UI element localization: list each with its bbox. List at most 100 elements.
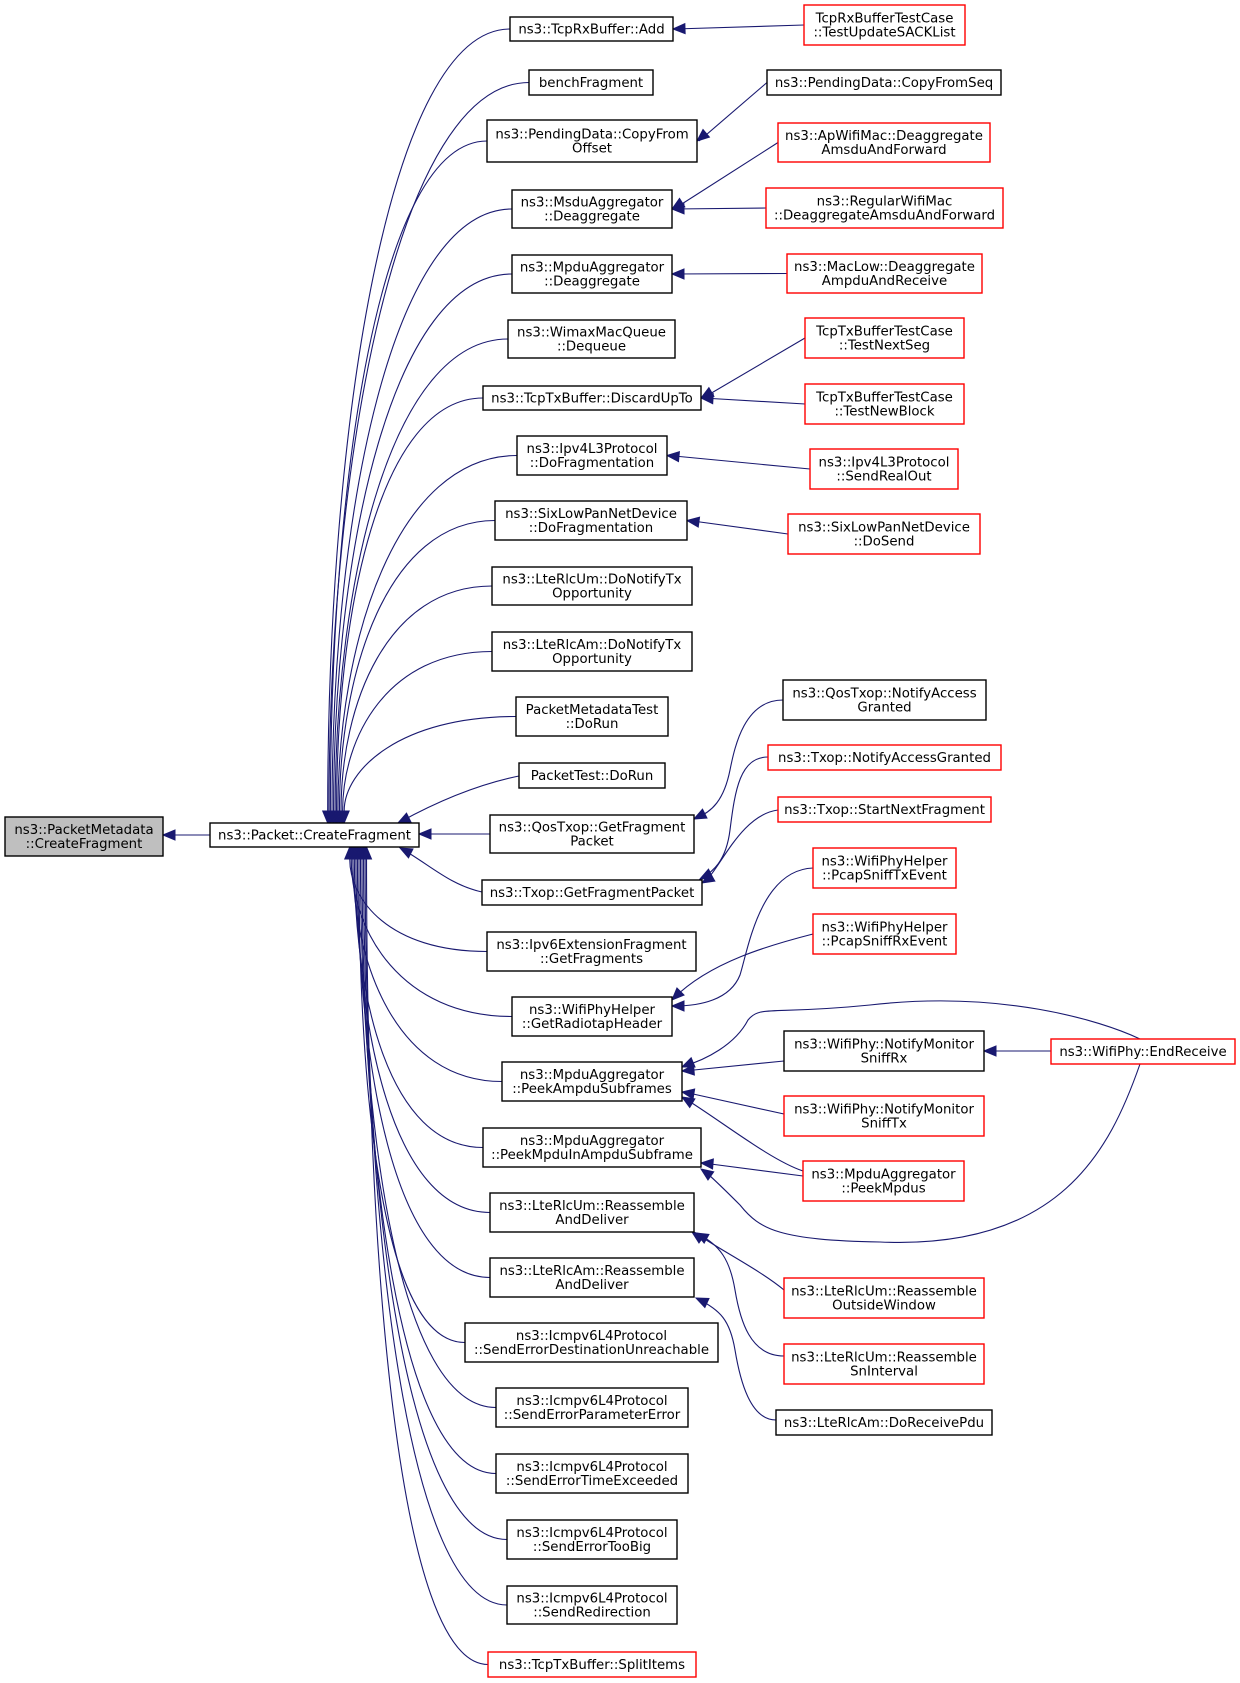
graph-node-tcpSplit[interactable]: ns3::TcpTxBuffer::SplitItems <box>487 1651 697 1678</box>
graph-node-pktMetaTest[interactable]: PacketMetadataTest::DoRun <box>515 696 669 737</box>
node-label: ::PcapSniffTxEvent <box>822 869 947 884</box>
graph-node-lteAmReceive[interactable]: ns3::LteRlcAm::DoReceivePdu <box>775 1409 993 1436</box>
graph-node-qosNotifyAccess[interactable]: ns3::QosTxop::NotifyAccessGranted <box>782 679 987 721</box>
graph-node-wimaxDequeue[interactable]: ns3::WimaxMacQueue::Dequeue <box>507 319 676 359</box>
graph-node-icmpTime[interactable]: ns3::Icmpv6L4Protocol::SendErrorTimeExce… <box>495 1453 689 1494</box>
edge-line <box>695 699 784 819</box>
node-label: ns3::RegularWifiMac <box>817 195 953 210</box>
call-edge <box>670 203 767 215</box>
graph-node-txopGetFrag[interactable]: ns3::Txop::GetFragmentPacket <box>481 879 703 906</box>
call-edge <box>335 585 493 825</box>
node-box <box>812 847 957 889</box>
edge-arrowhead <box>692 808 708 820</box>
node-box <box>515 696 669 737</box>
graph-node-icmpDestUnr[interactable]: ns3::Icmpv6L4Protocol::SendErrorDestinat… <box>464 1322 719 1363</box>
node-box <box>495 1453 689 1494</box>
graph-node-ipv4DoFrag[interactable]: ns3::Ipv4L3Protocol::DoFragmentation <box>516 435 668 476</box>
graph-node-txopStartNext[interactable]: ns3::Txop::StartNextFragment <box>777 796 992 823</box>
call-edge <box>692 699 784 820</box>
node-label: ::TestNextSeg <box>839 339 930 354</box>
graph-node-tcpTxNextSeg[interactable]: TcpTxBufferTestCase::TestNextSeg <box>804 317 965 359</box>
edge-arrowhead <box>671 987 685 1001</box>
graph-node-apDeagg[interactable]: ns3::ApWifiMac::DeaggregateAmsduAndForwa… <box>777 122 991 163</box>
graph-node-sixLowDoSend[interactable]: ns3::SixLowPanNetDevice::DoSend <box>787 513 981 555</box>
edge-line <box>349 858 488 953</box>
graph-node-peekAmpdu[interactable]: ns3::MpduAggregator::PeekAmpduSubframes <box>501 1061 683 1102</box>
call-edge <box>699 1158 804 1177</box>
edge-line <box>702 337 806 399</box>
node-label: TcpTxBufferTestCase <box>815 391 953 406</box>
node-label: ns3::WifiPhyHelper <box>822 855 949 870</box>
edge-arrowhead <box>680 1096 696 1109</box>
node-box <box>209 822 420 848</box>
node-box <box>775 1409 993 1436</box>
graph-node-pktTest[interactable]: PacketTest::DoRun <box>518 762 666 789</box>
node-box <box>511 996 673 1037</box>
graph-node-txopNotifyAccess[interactable]: ns3::Txop::NotifyAccessGranted <box>767 744 1002 771</box>
graph-node-icmpBig[interactable]: ns3::Icmpv6L4Protocol::SendErrorTooBig <box>506 1519 678 1560</box>
node-label: Packet <box>570 835 614 850</box>
node-box <box>782 679 987 721</box>
graph-node-pcapRx[interactable]: ns3::WifiPhyHelper::PcapSniffRxEvent <box>812 913 957 955</box>
node-label: Opportunity <box>552 587 632 602</box>
graph-node-icmpRedir[interactable]: ns3::Icmpv6L4Protocol::SendRedirection <box>506 1585 678 1625</box>
node-label: ::SendErrorDestinationUnreachable <box>474 1343 709 1358</box>
node-box <box>767 744 1002 771</box>
graph-node-createFragment[interactable]: ns3::Packet::CreateFragment <box>209 822 420 848</box>
graph-node-mpduDeagg[interactable]: ns3::MpduAggregator::Deaggregate <box>511 254 673 294</box>
graph-node-tcpTxDiscard[interactable]: ns3::TcpTxBuffer::DiscardUpTo <box>482 385 702 411</box>
graph-node-pcapTx[interactable]: ns3::WifiPhyHelper::PcapSniffTxEvent <box>812 847 957 889</box>
node-box <box>783 1277 985 1319</box>
call-edge <box>699 392 806 405</box>
graph-node-endReceive[interactable]: ns3::WifiPhy::EndReceive <box>1050 1038 1236 1065</box>
call-edge <box>326 208 513 825</box>
node-label: PacketMetadataTest <box>526 703 659 718</box>
graph-node-qosGetFrag[interactable]: ns3::QosTxop::GetFragmentPacket <box>489 814 695 854</box>
node-label: ns3::Icmpv6L4Protocol <box>516 1592 667 1607</box>
call-edge <box>356 845 497 1475</box>
edge-arrowhead <box>396 812 412 824</box>
graph-node-peekMpdus[interactable]: ns3::MpduAggregator::PeekMpdus <box>802 1160 965 1202</box>
node-box <box>506 1585 678 1625</box>
graph-node-pendingCopyFromSeq[interactable]: ns3::PendingData::CopyFromSeq <box>766 69 1002 96</box>
graph-node-icmpParam[interactable]: ns3::Icmpv6L4Protocol::SendErrorParamete… <box>495 1387 689 1428</box>
graph-node-tcpRxTest[interactable]: TcpRxBufferTestCase::TestUpdateSACKList <box>803 4 966 46</box>
edge-arrowhead <box>982 1045 997 1057</box>
graph-node-tcpRxAdd[interactable]: ns3::TcpRxBuffer::Add <box>509 16 674 42</box>
edge-arrowhead <box>680 1056 696 1068</box>
graph-node-ipv6ExtFrag[interactable]: ns3::Ipv6ExtensionFragment::GetFragments <box>486 931 697 972</box>
graph-node-wifiRadiotap[interactable]: ns3::WifiPhyHelper::GetRadiotapHeader <box>511 996 673 1037</box>
edge-arrowhead <box>680 1064 695 1076</box>
edge-line <box>328 81 530 812</box>
graph-node-sixLowDoFrag[interactable]: ns3::SixLowPanNetDevice::DoFragmentation <box>494 500 688 541</box>
node-label: ns3::Packet::CreateFragment <box>218 829 411 844</box>
call-edge <box>330 397 484 825</box>
node-label: ns3::WifiPhy::NotifyMonitor <box>794 1038 974 1053</box>
graph-node-msduDeagg[interactable]: ns3::MsduAggregator::Deaggregate <box>511 189 673 229</box>
node-label: ns3::WifiPhy::NotifyMonitor <box>794 1103 974 1118</box>
node-box <box>491 631 693 672</box>
node-box <box>809 448 959 490</box>
node-label: ns3::Txop::StartNextFragment <box>784 803 985 818</box>
graph-node-ipv4SendReal[interactable]: ns3::Ipv4L3Protocol::SendRealOut <box>809 448 959 490</box>
graph-node-tcpTxNewBlock[interactable]: TcpTxBufferTestCase::TestNewBlock <box>804 383 965 425</box>
call-edge <box>696 82 768 142</box>
graph-node-benchFragment[interactable]: benchFragment <box>528 69 654 96</box>
node-label: ns3::LteRlcAm::DoNotifyTx <box>503 638 682 653</box>
graph-node-peekMpduIn[interactable]: ns3::MpduAggregator::PeekMpduInAmpduSubf… <box>482 1127 702 1168</box>
edge-arrowhead <box>161 829 176 841</box>
graph-node-regularDeagg[interactable]: ns3::RegularWifiMac::DeaggregateAmsduAnd… <box>765 187 1004 229</box>
node-label: ns3::TcpTxBuffer::SplitItems <box>499 1658 685 1673</box>
edge-line <box>702 1063 1141 1243</box>
